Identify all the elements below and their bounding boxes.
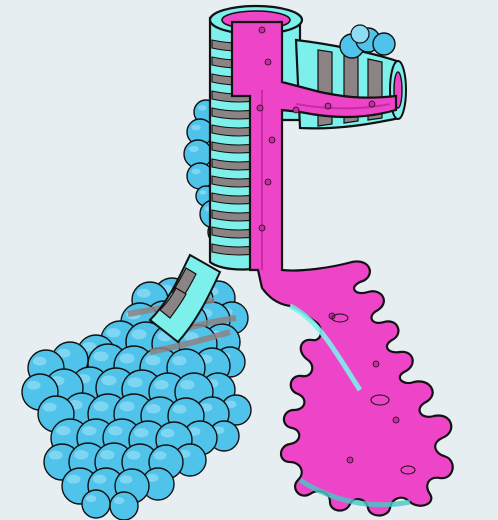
alveolus-sphere (110, 492, 138, 520)
gland-opening (265, 59, 271, 65)
airway-lumen-cutaway (232, 22, 453, 516)
gland-opening (269, 137, 275, 143)
gland-opening (325, 103, 331, 109)
gland-opening (373, 361, 379, 367)
gland-opening (259, 27, 265, 33)
gland-opening (259, 225, 265, 231)
gland-opening (369, 101, 375, 107)
gland-opening (265, 179, 271, 185)
gland-opening (393, 417, 399, 423)
alveolus-sphere (82, 490, 110, 518)
gland-opening (257, 105, 263, 111)
alveolar-sac-cluster (22, 278, 251, 520)
gland-opening (347, 457, 353, 463)
gland-opening (293, 107, 299, 113)
